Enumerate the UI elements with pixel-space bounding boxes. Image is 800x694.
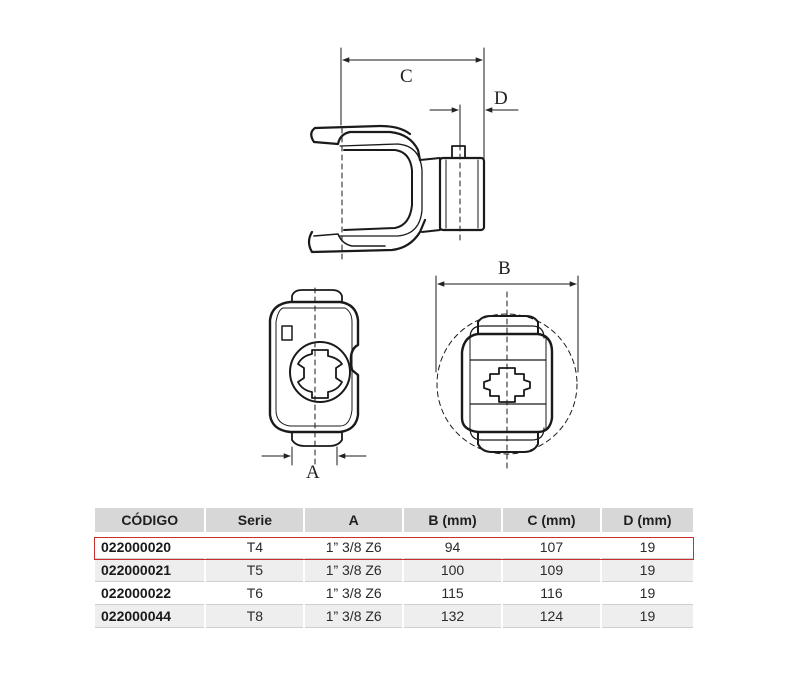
cell-serie: T5 (206, 559, 304, 582)
side-view (307, 47, 519, 263)
cell-d: 19 (601, 532, 693, 559)
cell-b: 94 (404, 532, 501, 559)
table-row: 022000022 T6 1” 3/8 Z6 115 116 19 (95, 582, 693, 605)
header-b: B (mm) (404, 508, 501, 532)
dimension-label-a: A (306, 462, 320, 483)
cell-d: 19 (601, 582, 693, 605)
cell-a: 1” 3/8 Z6 (305, 559, 403, 582)
cell-d: 19 (601, 559, 693, 582)
spec-table: CÓDIGO Serie A B (mm) C (mm) D (mm) 0220… (93, 508, 695, 628)
table-row: 022000044 T8 1” 3/8 Z6 132 124 19 (95, 605, 693, 628)
cell-a: 1” 3/8 Z6 (305, 605, 403, 628)
cell-b: 100 (404, 559, 501, 582)
cell-codigo: 022000021 (95, 559, 205, 582)
cell-d: 19 (601, 605, 693, 628)
yoke-technical-drawing: C D B A (261, 47, 579, 483)
cell-b: 115 (404, 582, 501, 605)
header-d: D (mm) (601, 508, 693, 532)
cell-serie: T8 (206, 605, 304, 628)
cell-c: 107 (502, 532, 600, 559)
cell-c: 116 (502, 582, 600, 605)
header-codigo: CÓDIGO (95, 508, 205, 532)
cell-b: 132 (404, 605, 501, 628)
end-view-a (261, 287, 367, 466)
header-serie: Serie (206, 508, 304, 532)
cell-serie: T4 (206, 532, 304, 559)
cell-c: 124 (502, 605, 600, 628)
cell-serie: T6 (206, 582, 304, 605)
cell-a: 1” 3/8 Z6 (305, 582, 403, 605)
cell-codigo: 022000022 (95, 582, 205, 605)
dimension-label-b: B (498, 258, 511, 279)
table-row: 022000021 T5 1” 3/8 Z6 100 109 19 (95, 559, 693, 582)
cell-a: 1” 3/8 Z6 (305, 532, 403, 559)
table-header-row: CÓDIGO Serie A B (mm) C (mm) D (mm) (95, 508, 693, 532)
end-view-b (435, 275, 579, 471)
dimension-label-d: D (494, 88, 508, 109)
cell-c: 109 (502, 559, 600, 582)
table-row: 022000020 T4 1” 3/8 Z6 94 107 19 (95, 532, 693, 559)
header-a: A (305, 508, 403, 532)
cell-codigo: 022000044 (95, 605, 205, 628)
dimension-label-c: C (400, 66, 413, 87)
header-c: C (mm) (502, 508, 600, 532)
cell-codigo: 022000020 (95, 532, 205, 559)
